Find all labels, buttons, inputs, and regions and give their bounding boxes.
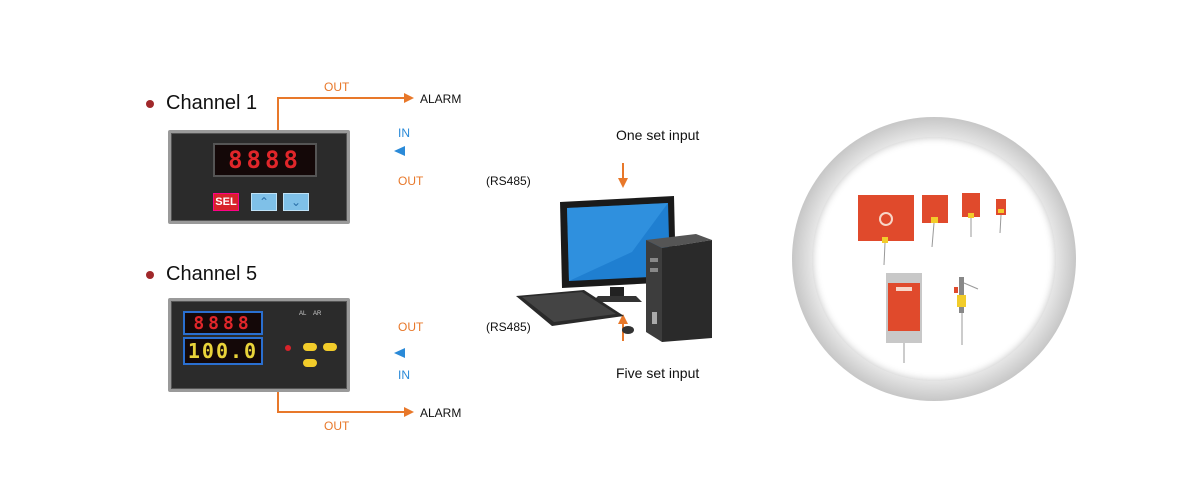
bottom-out-label: OUT	[398, 320, 424, 334]
ch1-alarm-arrow	[277, 93, 414, 132]
top-in-arrow	[394, 146, 705, 156]
bottom-input-label: Five set input	[616, 365, 700, 381]
ch5-alarm-label: ALARM	[420, 406, 462, 420]
top-out-arrow	[400, 162, 628, 188]
computer-icon	[516, 196, 712, 342]
chevron-up-icon: ⌃	[258, 195, 270, 209]
bottom-in-label: IN	[398, 368, 410, 382]
ch5-button-3[interactable]	[303, 359, 317, 367]
ch5-button-1[interactable]	[303, 343, 317, 351]
top-out-label: OUT	[398, 174, 424, 188]
channel1-title-text: Channel 1	[166, 92, 258, 114]
bullet-icon	[146, 270, 154, 279]
channel1-meter: 8888 SEL ⌃ ⌄	[168, 130, 350, 224]
channel5-title-text: Channel 5	[166, 263, 258, 285]
ch5-alarm-arrow	[277, 388, 414, 417]
bottom-protocol-label: (RS485)	[486, 320, 531, 334]
channel5-meter: 8888 100.0 AL AR	[168, 298, 350, 392]
sensor-products-image	[812, 137, 1056, 381]
top-in-label: IN	[398, 126, 410, 140]
bottom-in-arrow	[394, 348, 705, 358]
ar-indicator: AR	[313, 311, 322, 317]
top-protocol-label: (RS485)	[486, 174, 531, 188]
down-button[interactable]: ⌄	[283, 193, 309, 211]
top-input-label: One set input	[616, 127, 700, 143]
ch1-alarm-label: ALARM	[420, 92, 462, 106]
ch5-button-2[interactable]	[323, 343, 337, 351]
ch1-out-label: OUT	[324, 80, 350, 94]
channel1-title: Channel 1	[146, 92, 257, 115]
al-indicator: AL	[299, 311, 307, 317]
ch1-display: 8888	[213, 143, 317, 177]
bullet-icon	[146, 99, 154, 108]
up-button[interactable]: ⌃	[251, 193, 277, 211]
sensor-products-drawing	[858, 193, 1006, 363]
chevron-down-icon: ⌄	[290, 195, 302, 209]
channel5-title: Channel 5	[146, 263, 257, 286]
ch5-out-label: OUT	[324, 419, 350, 433]
ch5-display-bottom: 100.0	[183, 337, 263, 365]
ch5-display-top: 8888	[183, 311, 263, 335]
status-led	[285, 345, 291, 351]
sel-button[interactable]: SEL	[213, 193, 239, 211]
